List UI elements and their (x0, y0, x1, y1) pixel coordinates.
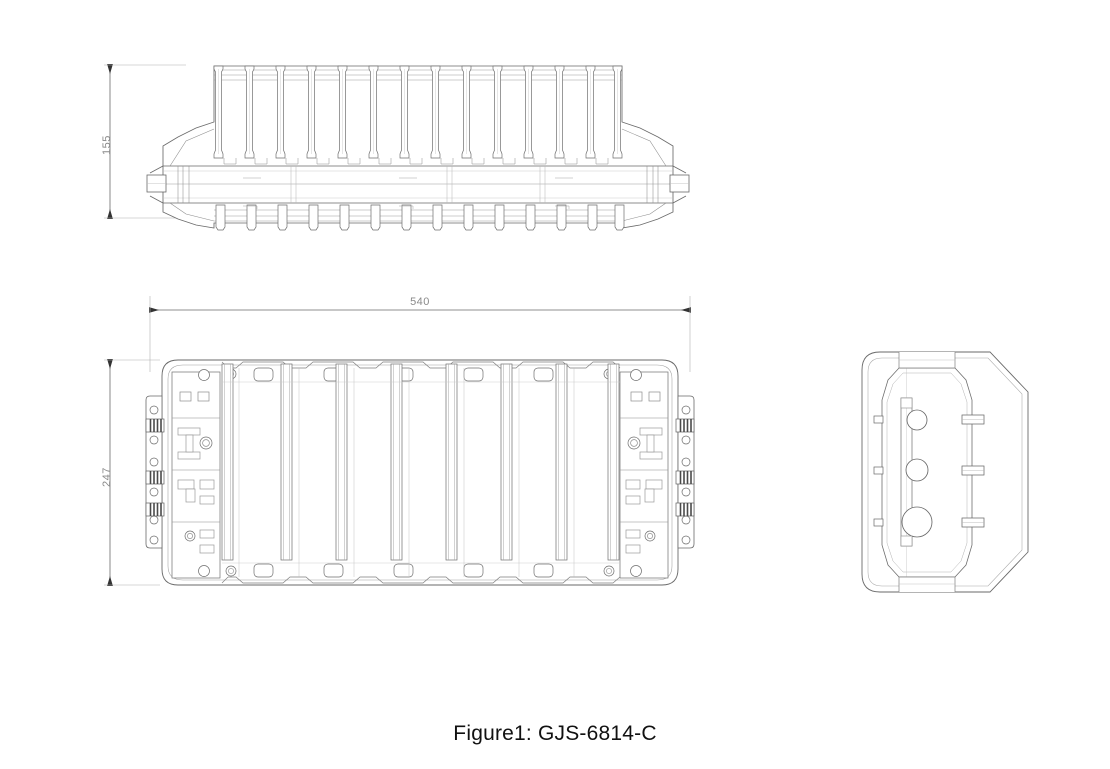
left-end-detail (171, 369, 221, 579)
bottom-edge-profile (221, 576, 621, 584)
figure-caption: Figure1: GJS-6814-C (453, 722, 657, 745)
gland-seal-right-3 (675, 502, 695, 517)
gland-seal-left-2 (145, 470, 165, 485)
right-end-detail (619, 369, 669, 579)
port-circle-3 (901, 506, 933, 538)
left-port-holes (149, 405, 159, 545)
end-view (861, 351, 1029, 593)
gland-seal-right-1 (675, 418, 695, 433)
dimension-label-247: 247 (101, 467, 113, 487)
front-elevation-view (146, 65, 690, 231)
rib-group-lower (215, 204, 625, 231)
port-circle-1 (906, 409, 928, 431)
dimension-width-247: 247 (101, 359, 160, 586)
bottom-slot-row (253, 563, 554, 578)
end-view-ports (901, 409, 933, 538)
dimension-label-155: 155 (101, 135, 113, 155)
dimension-length-540: 540 (149, 296, 691, 372)
gland-seal-left-3 (145, 502, 165, 517)
plan-view (145, 359, 695, 586)
right-port-holes (681, 405, 691, 545)
gland-seal-right-2 (675, 470, 695, 485)
dimension-height-155: 155 (101, 64, 186, 219)
gland-seal-left-1 (145, 418, 165, 433)
dimension-label-540: 540 (410, 296, 430, 308)
end-view-left-tabs (873, 415, 884, 527)
end-view-right-stubs (961, 414, 985, 528)
port-circle-2 (905, 458, 929, 482)
